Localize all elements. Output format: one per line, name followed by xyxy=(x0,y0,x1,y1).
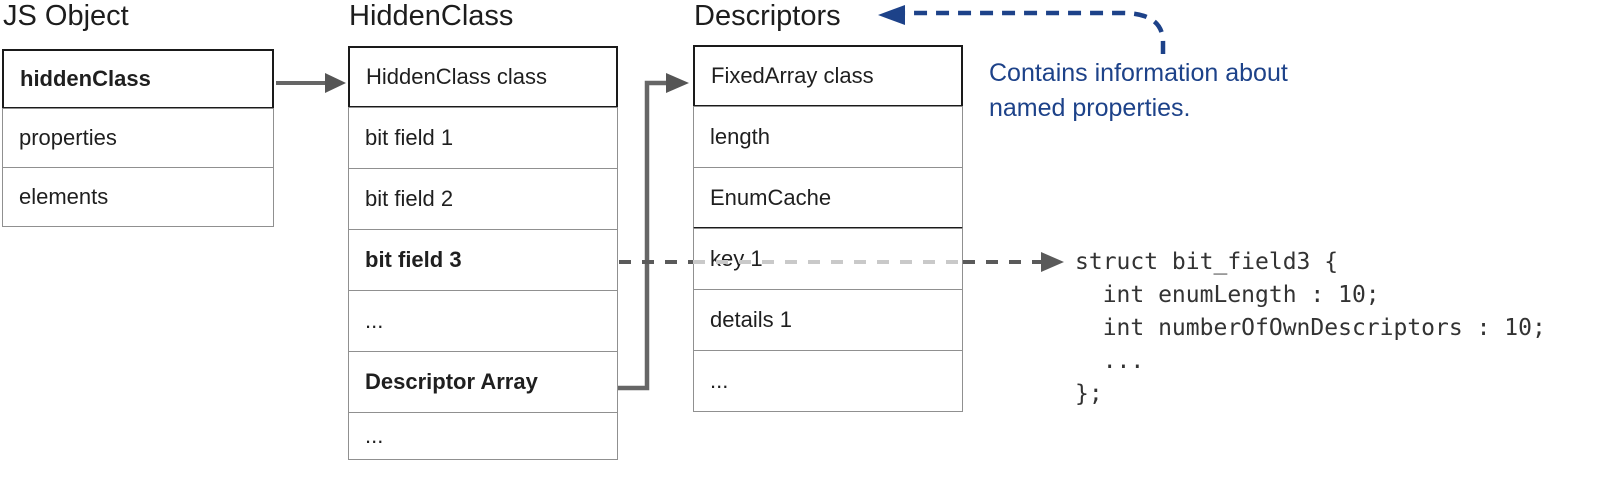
annotation-line-1: Contains information about xyxy=(989,59,1288,87)
descriptors-table: FixedArray class length EnumCache key 1 … xyxy=(693,45,963,412)
cell-properties: properties xyxy=(2,108,274,168)
hiddenclass-pointer-arrow xyxy=(276,73,346,93)
cell-hiddenclass-class: HiddenClass class xyxy=(348,46,618,108)
cell-bit-field-2: bit field 2 xyxy=(348,168,618,230)
cell-key-1: key 1 xyxy=(693,228,963,290)
js-object-table: hiddenClass properties elements xyxy=(2,49,274,227)
cell-bit-field-3: bit field 3 xyxy=(348,229,618,291)
cell-elements: elements xyxy=(2,167,274,227)
cell-fixedarray-class: FixedArray class xyxy=(693,45,963,107)
descriptor-array-pointer-arrow xyxy=(618,73,689,391)
annotation-line-2: named properties. xyxy=(989,94,1191,122)
descriptors-annotation: Contains information about named propert… xyxy=(989,56,1288,126)
cell-descriptor-array: Descriptor Array xyxy=(348,351,618,413)
hiddenclass-title: HiddenClass xyxy=(349,0,514,32)
cell-ellipsis-1: ... xyxy=(348,290,618,352)
cell-length: length xyxy=(693,106,963,168)
cell-details-1: details 1 xyxy=(693,289,963,351)
cell-hiddenclass: hiddenClass xyxy=(2,49,274,109)
hiddenclass-table: HiddenClass class bit field 1 bit field … xyxy=(348,46,618,460)
js-object-title: JS Object xyxy=(3,0,129,32)
cell-bit-field-1: bit field 1 xyxy=(348,107,618,169)
descriptors-title: Descriptors xyxy=(694,0,841,32)
bit-field3-struct-code: struct bit_field3 { int enumLength : 10;… xyxy=(1075,249,1546,407)
cell-ellipsis-2: ... xyxy=(348,412,618,460)
cell-ellipsis-3: ... xyxy=(693,350,963,412)
cell-enumcache: EnumCache xyxy=(693,167,963,229)
